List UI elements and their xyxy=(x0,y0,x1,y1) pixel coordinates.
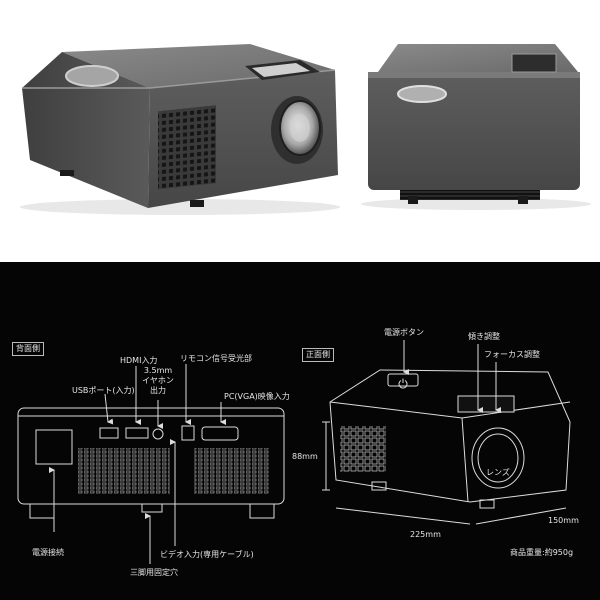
front-callout-arrows xyxy=(403,340,501,413)
vga-port xyxy=(201,426,239,441)
projector-photo-front xyxy=(361,44,591,210)
power-button-label: 電源ボタン xyxy=(384,328,424,337)
earphone-line3: 出力 xyxy=(150,386,166,395)
ir-receiver xyxy=(181,425,195,441)
diagram-panel: 背面側 正面側 USBポート(入力) HDMI入力 3.5mm イヤホン 出力 … xyxy=(0,262,600,600)
height-dimension: 88mm xyxy=(292,452,318,461)
product-photo-area xyxy=(0,0,600,262)
tripod-hole-label: 三脚用固定穴 xyxy=(130,568,178,577)
diagram-lines xyxy=(17,340,571,564)
earphone-line1: 3.5mm xyxy=(143,366,173,375)
power-connector xyxy=(35,429,73,465)
front-view-drawing xyxy=(322,369,571,525)
back-view-drawing xyxy=(17,407,285,519)
width-dimension: 225mm xyxy=(410,530,441,539)
front-section-label: 正面側 xyxy=(302,348,334,362)
back-section-label: 背面側 xyxy=(12,342,44,356)
vga-input-label: PC(VGA)映像入力 xyxy=(224,392,290,401)
usb-port xyxy=(99,427,119,439)
video-input-label: ビデオ入力(専用ケーブル) xyxy=(160,550,254,559)
power-icon xyxy=(397,374,409,389)
power-connection-label: 電源接続 xyxy=(32,548,64,557)
projector-photo-angled xyxy=(20,44,340,215)
hdmi-port xyxy=(125,427,149,439)
remote-receiver-label: リモコン信号受光部 xyxy=(180,354,252,363)
focus-adjust-label: フォーカス調整 xyxy=(484,350,540,359)
weight-label: 商品重量:約950g xyxy=(510,548,574,557)
hdmi-input-label: HDMI入力 xyxy=(120,356,158,365)
back-callout-arrows xyxy=(49,364,226,564)
earphone-jack xyxy=(152,428,164,440)
lens-outline xyxy=(471,427,525,489)
lens-label: レンズ xyxy=(486,468,510,477)
tilt-adjust-label: 傾き調整 xyxy=(468,332,500,341)
earphone-output-label: 3.5mm イヤホン 出力 xyxy=(140,366,176,396)
usb-port-label: USBポート(入力) xyxy=(72,386,135,395)
earphone-line2: イヤホン xyxy=(142,376,174,385)
projector-photos xyxy=(20,44,591,215)
depth-dimension: 150mm xyxy=(548,516,579,525)
